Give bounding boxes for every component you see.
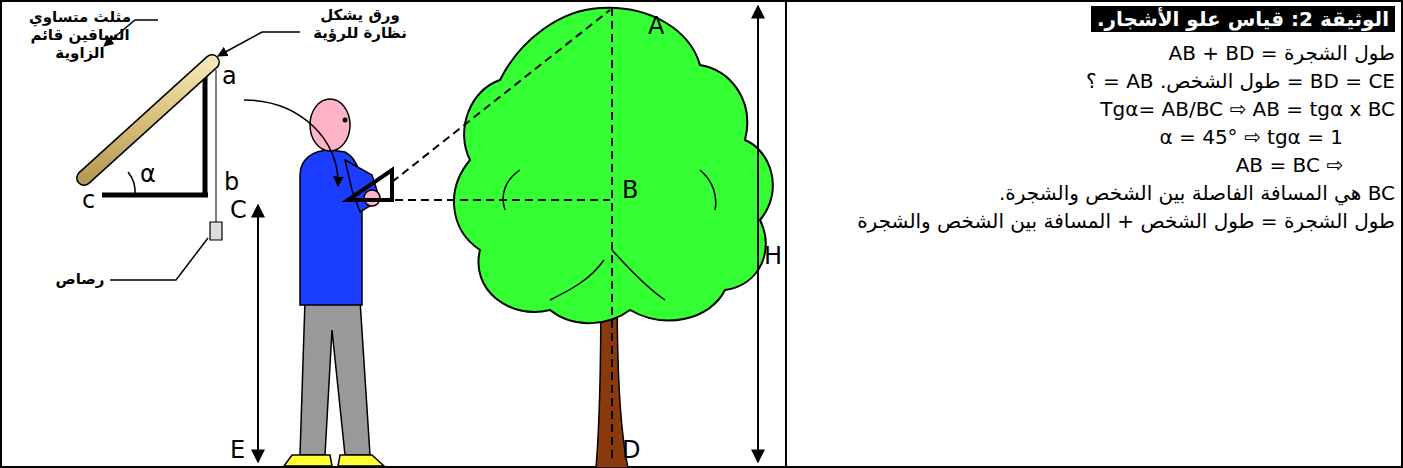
height-arrow bbox=[757, 6, 759, 462]
triangle-side bbox=[203, 70, 208, 195]
point-label: C bbox=[230, 196, 247, 224]
leader-line bbox=[110, 238, 208, 280]
curved-arrow bbox=[244, 100, 338, 186]
callout-text: رصاص bbox=[50, 270, 110, 288]
point-label: b bbox=[224, 168, 239, 196]
leader-line bbox=[218, 32, 300, 56]
person-shoes bbox=[284, 455, 384, 466]
document-line: طول الشجرة = AB + BD bbox=[800, 40, 1395, 66]
plumb-string bbox=[216, 70, 217, 222]
point-label: D bbox=[622, 436, 640, 464]
point-label: A bbox=[648, 12, 664, 40]
point-label: B bbox=[622, 176, 638, 204]
sight-triangle bbox=[348, 170, 392, 200]
sight-line bbox=[392, 10, 610, 182]
tree-canopy bbox=[454, 8, 773, 323]
triangle-base bbox=[102, 193, 208, 198]
document-line: α = 45° ⇨ tgα = 1 bbox=[800, 124, 1343, 150]
document-title: الوثيقة 2: قياس علو الأشجار. bbox=[1091, 6, 1395, 32]
dimension-label: H bbox=[764, 242, 782, 270]
person-legs bbox=[300, 300, 370, 455]
person-eye bbox=[343, 118, 348, 123]
point-label: c bbox=[82, 186, 95, 214]
document-line: BD = CE = طول الشخص. AB = ؟ bbox=[800, 68, 1395, 94]
branch-strokes bbox=[503, 170, 716, 300]
document-line: طول الشجرة = طول الشخص + المسافة بين الش… bbox=[800, 208, 1395, 234]
document-line: BC هي المسافة الفاصلة بين الشخص والشجرة. bbox=[800, 180, 1395, 206]
document-line: ⇨ AB = BC bbox=[800, 152, 1343, 178]
person-height-arrow bbox=[257, 205, 259, 462]
document-line: Tgα= AB/BC ⇨ AB = tgα x BC bbox=[800, 96, 1395, 122]
point-label: E bbox=[230, 436, 245, 464]
angle-label: α bbox=[140, 160, 156, 188]
callout-text: ورق يشكل نظارة للرؤية bbox=[300, 6, 420, 42]
person-head bbox=[310, 99, 350, 151]
point-label: a bbox=[222, 62, 237, 90]
tree-axis bbox=[611, 8, 613, 460]
lead-weight bbox=[210, 222, 222, 240]
person-arm bbox=[345, 160, 380, 212]
divider bbox=[785, 1, 787, 467]
callout-text: مثلث متساوي الساقين قائم الزاوية bbox=[20, 8, 140, 62]
eye-line bbox=[395, 199, 610, 201]
angle-arc bbox=[128, 172, 135, 195]
